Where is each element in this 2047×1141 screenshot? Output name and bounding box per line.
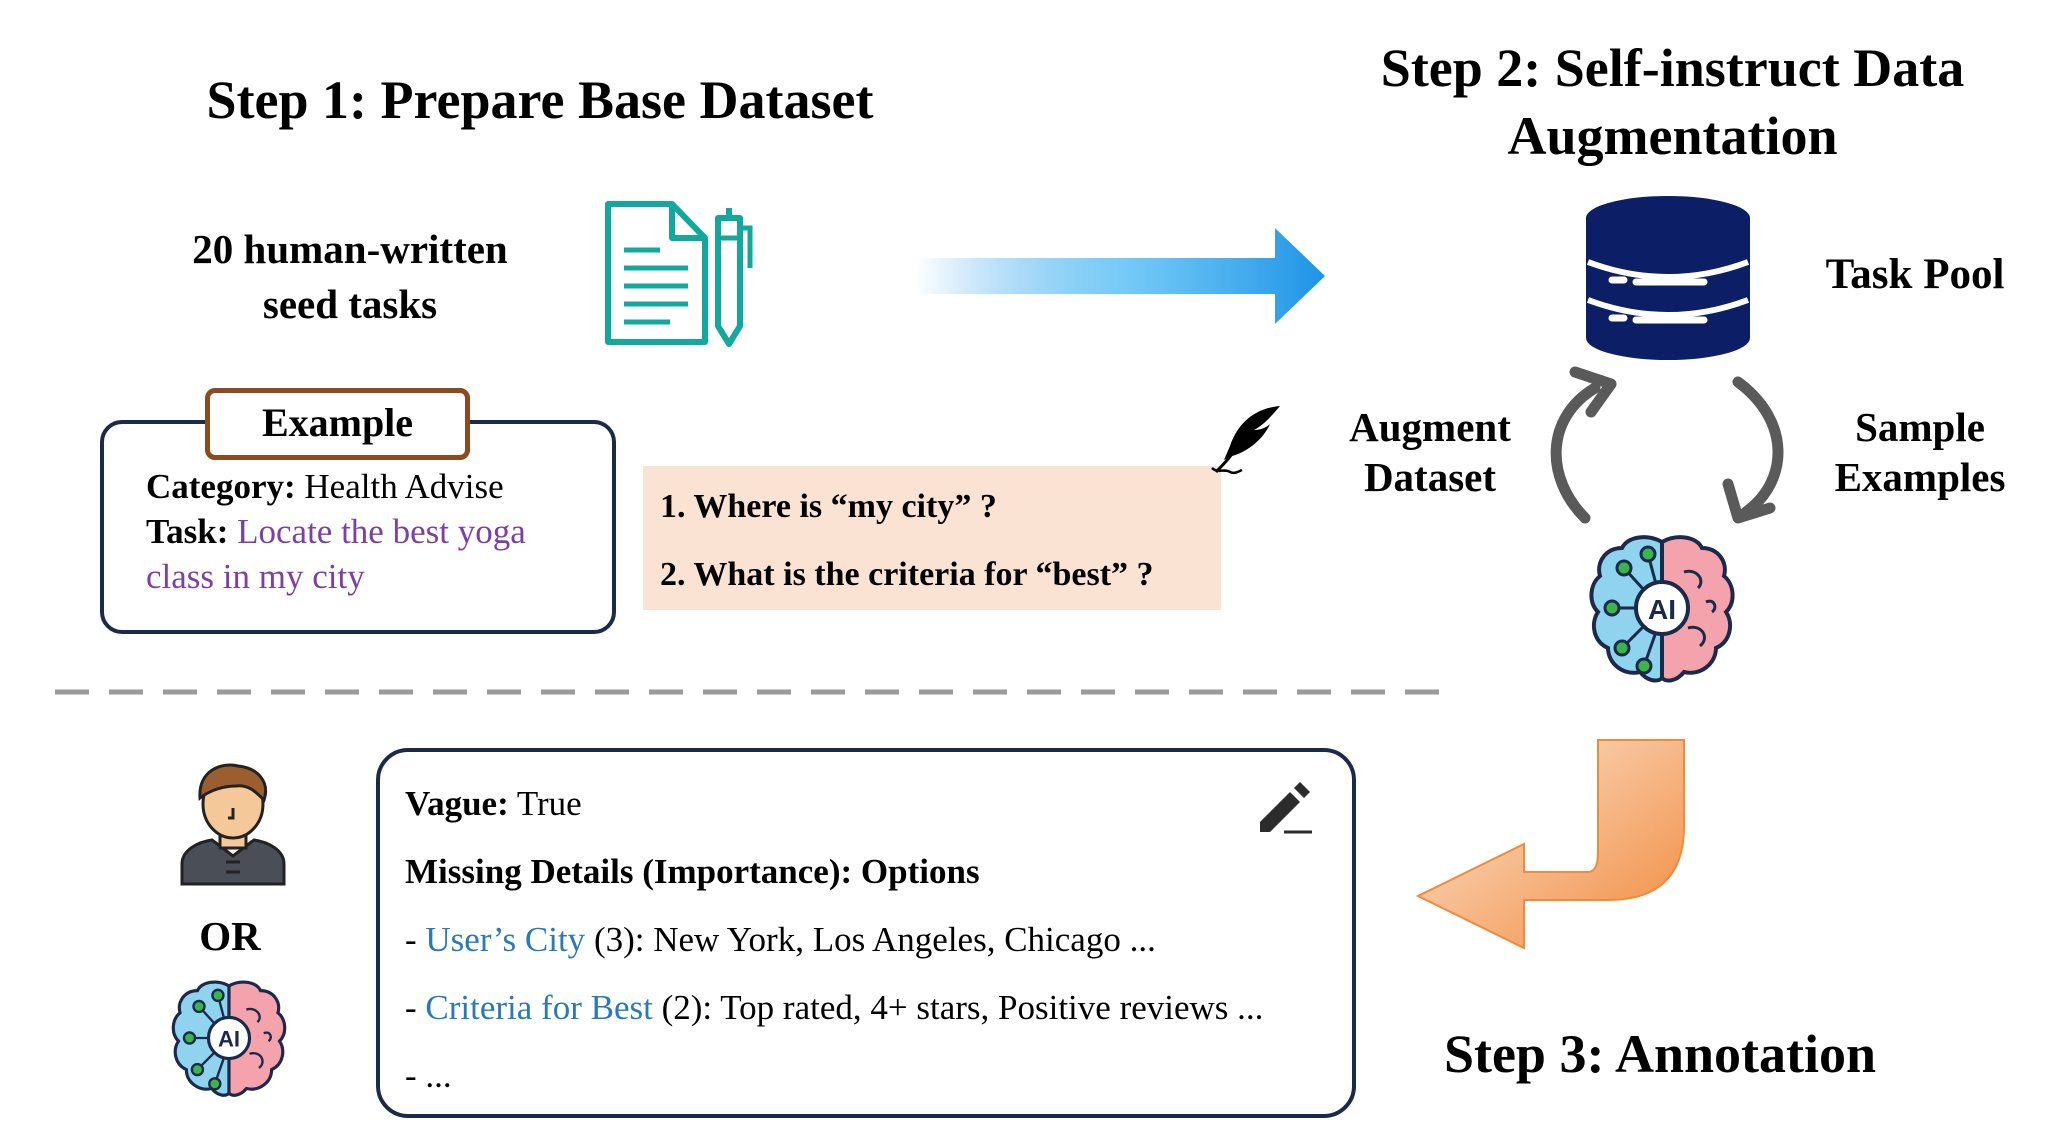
svg-text:AI: AI xyxy=(218,1027,240,1052)
sample-line1: Sample xyxy=(1855,404,1985,450)
detail-item-1-dash: - xyxy=(405,920,426,959)
augment-dataset-label: Augment Dataset xyxy=(1330,402,1530,502)
task-key: Task: xyxy=(146,512,229,551)
task-value-line2: class in my city xyxy=(146,557,365,596)
step2-title-line1: Step 2: Self-instruct Data xyxy=(1380,38,1965,98)
task-pool-label: Task Pool xyxy=(1825,251,2005,298)
question-2: 2. What is the criteria for “best” ? xyxy=(660,556,1154,593)
example-box xyxy=(100,420,616,634)
annotation-box xyxy=(376,748,1356,1118)
questions-box xyxy=(643,466,1221,610)
seed-tasks-label: 20 human-written seed tasks xyxy=(140,222,560,332)
section-divider xyxy=(55,689,1445,695)
step2-title: Step 2: Self-instruct Data Augmentation xyxy=(1345,34,2000,170)
detail-item-3: - ... xyxy=(405,1056,452,1095)
augment-arrow-icon xyxy=(1550,366,1617,524)
database-icon xyxy=(1586,196,1750,360)
augment-line1: Augment xyxy=(1349,404,1511,450)
seed-tasks-line2: seed tasks xyxy=(262,281,438,327)
step1-title: Step 1: Prepare Base Dataset xyxy=(206,70,874,130)
example-task-row: Task: Locate the best yoga xyxy=(146,509,576,554)
step2-title-line2: Augmentation xyxy=(1507,106,1838,166)
ai-brain-icon: AI xyxy=(1589,535,1735,683)
svg-text:AI: AI xyxy=(1648,594,1676,625)
detail-item-2-options: (2): Top rated, 4+ stars, Positive revie… xyxy=(652,988,1264,1027)
detail-item-1-name: User’s City xyxy=(425,920,586,959)
step3-title: Step 3: Annotation xyxy=(1443,1024,1877,1084)
augment-line2: Dataset xyxy=(1363,454,1497,500)
question-1: 1. Where is “my city” ? xyxy=(660,488,997,525)
document-pencil-icon xyxy=(605,201,753,347)
detail-item-2-name: Criteria for Best xyxy=(425,988,653,1027)
seed-tasks-line1: 20 human-written xyxy=(192,226,508,272)
example-content: Category: Health Advise Task: Locate the… xyxy=(146,464,576,599)
or-label: OR xyxy=(199,913,261,959)
example-category-row: Category: Health Advise xyxy=(146,464,576,509)
example-tag: Example xyxy=(205,388,470,460)
edit-pencil-icon xyxy=(1260,782,1312,834)
quill-icon xyxy=(1211,406,1280,475)
sample-arrow-icon xyxy=(1722,376,1784,524)
step2-to-step3-arrow xyxy=(1415,739,1685,950)
vague-key: Vague: xyxy=(405,784,509,823)
category-value: Health Advise xyxy=(304,467,504,506)
sample-examples-label: Sample Examples xyxy=(1820,402,2020,502)
detail-item-1-options: (3): New York, Los Angeles, Chicago ... xyxy=(585,920,1156,959)
detail-item-1: - User’s City (3): New York, Los Angeles… xyxy=(405,920,1156,960)
task-value-line1: Locate the best yoga xyxy=(237,512,526,551)
person-icon xyxy=(180,763,286,886)
sample-line2: Examples xyxy=(1834,454,2006,500)
detail-item-2: - Criteria for Best (2): Top rated, 4+ s… xyxy=(405,988,1263,1028)
missing-details-header: Missing Details (Importance): Options xyxy=(405,852,980,891)
step1-to-step2-arrow xyxy=(915,228,1325,324)
vague-value: True xyxy=(516,784,582,823)
category-key: Category: xyxy=(146,467,296,506)
detail-item-2-dash: - xyxy=(405,988,426,1027)
ai-brain-icon-small: AI xyxy=(171,980,287,1097)
vague-row: Vague: True xyxy=(405,784,582,824)
